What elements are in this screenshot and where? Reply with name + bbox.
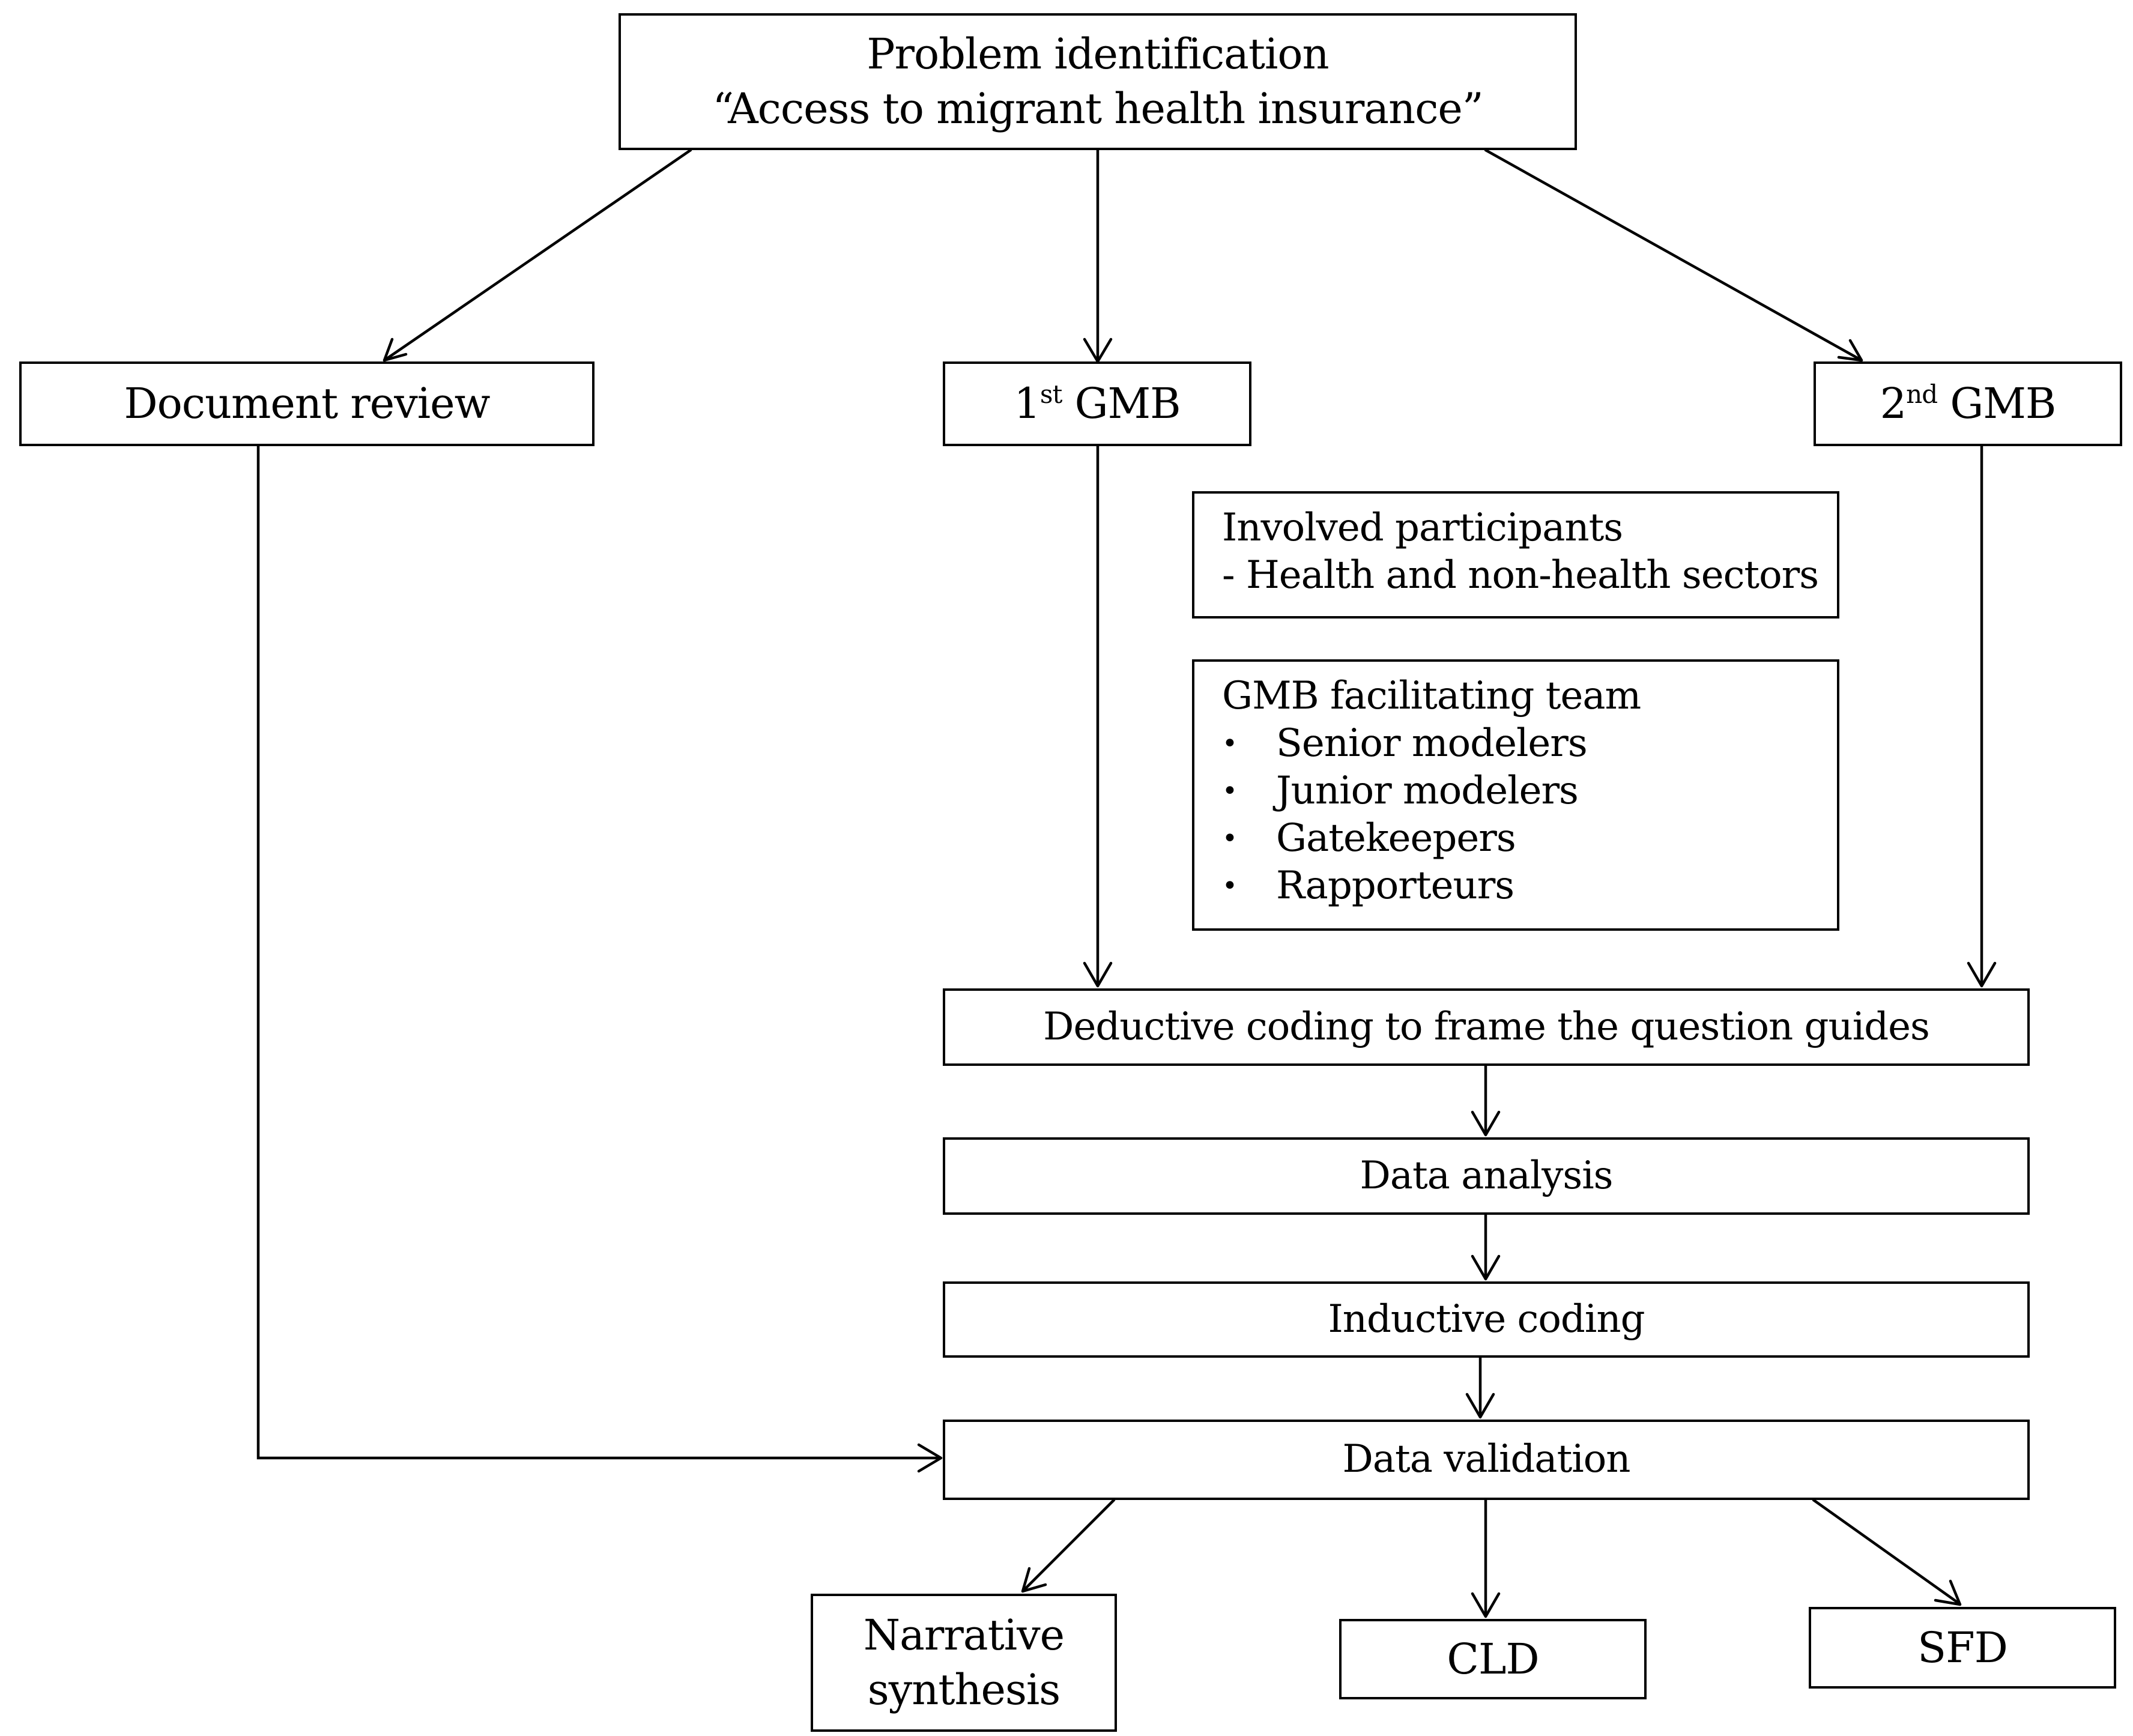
- arrowhead-gmb1-deductive: [1083, 961, 1113, 988]
- participants-box: Involved participants - Health and non-h…: [1192, 491, 1839, 618]
- arrow-document-review-to-validation: [256, 444, 942, 1460]
- participants-title: Involved participants: [1222, 506, 1623, 550]
- deductive-coding-label: Deductive coding to frame the question g…: [1043, 1004, 1930, 1049]
- arrowhead-gmb2: [1837, 339, 1863, 362]
- arrow-validation-to-narrative: [1022, 1498, 1116, 1592]
- data-validation-box: Data validation: [943, 1420, 2030, 1500]
- arrowhead-narrative: [1021, 1567, 1047, 1593]
- arrow-problem-to-gmb2: [1484, 148, 1863, 362]
- arrowhead-deductive-analysis: [1471, 1110, 1501, 1137]
- narrative-line1: Narrative: [863, 1610, 1065, 1660]
- sfd-box: SFD: [1809, 1607, 2116, 1689]
- cld-label: CLD: [1447, 1634, 1539, 1684]
- list-item: •Gatekeepers: [1222, 816, 1516, 860]
- arrow-problem-to-document-review: [383, 148, 692, 362]
- arrow-validation-to-sfd: [1812, 1498, 1961, 1605]
- narrative-synthesis-box: Narrative synthesis: [811, 1594, 1117, 1732]
- arrowhead-gmb2-deductive: [1967, 961, 1997, 988]
- gmb2-box: 2nd GMB: [1814, 361, 2122, 446]
- cld-box: CLD: [1339, 1619, 1647, 1699]
- data-analysis-box: Data analysis: [943, 1137, 2030, 1215]
- arrowhead-inductive-validation: [1465, 1393, 1495, 1419]
- problem-subtitle: “Access to migrant health insurance”: [712, 84, 1483, 133]
- arrowhead-docreview-validation: [917, 1443, 943, 1473]
- document-review-box: Document review: [19, 361, 595, 446]
- document-review-label: Document review: [124, 379, 491, 428]
- gmb1-box: 1st GMB: [943, 361, 1251, 446]
- participants-line: - Health and non-health sectors: [1222, 553, 1819, 597]
- inductive-coding-label: Inductive coding: [1328, 1296, 1645, 1341]
- inductive-coding-box: Inductive coding: [943, 1281, 2030, 1358]
- arrowhead-sfd: [1934, 1579, 1962, 1606]
- data-validation-label: Data validation: [1342, 1437, 1631, 1482]
- data-analysis-label: Data analysis: [1360, 1153, 1614, 1198]
- list-item: •Senior modelers: [1222, 721, 1588, 766]
- facilitating-team-title: GMB facilitating team: [1222, 674, 1641, 718]
- arrowhead-document-review: [383, 337, 408, 362]
- gmb2-label: 2nd GMB: [1880, 379, 2057, 428]
- arrowhead-analysis-inductive: [1471, 1254, 1501, 1281]
- sfd-label: SFD: [1917, 1623, 2008, 1672]
- list-item: •Rapporteurs: [1222, 863, 1514, 908]
- list-item: •Junior modelers: [1222, 769, 1579, 813]
- problem-identification-box: Problem identification “Access to migran…: [619, 13, 1577, 150]
- gmb1-label: 1st GMB: [1014, 379, 1181, 428]
- deductive-coding-box: Deductive coding to frame the question g…: [943, 988, 2030, 1066]
- problem-title: Problem identification: [867, 29, 1329, 79]
- arrowhead-cld: [1471, 1592, 1501, 1618]
- facilitating-team-box: GMB facilitating team •Senior modelers •…: [1192, 659, 1839, 931]
- narrative-line2: synthesis: [867, 1665, 1060, 1714]
